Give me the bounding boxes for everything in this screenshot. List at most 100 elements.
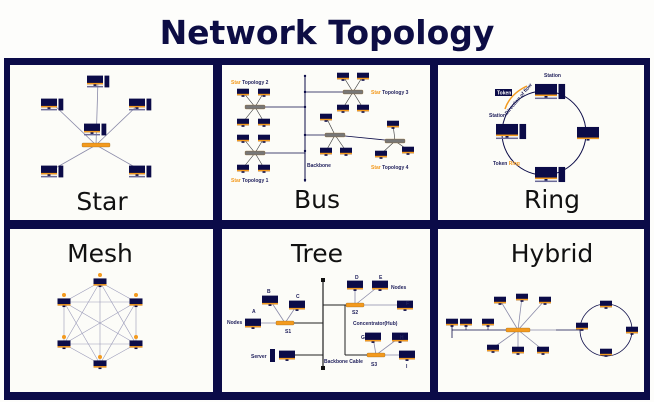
monitor-bezel <box>460 323 472 326</box>
monitor-stand <box>543 303 547 305</box>
tree-nodes-label-right: Nodes <box>391 285 407 291</box>
monitor-bezel <box>93 366 107 368</box>
monitor-bezel <box>512 351 524 354</box>
link-line <box>517 329 544 351</box>
link-line <box>99 281 137 345</box>
monitor-screen <box>320 113 332 121</box>
computer-icon <box>237 164 249 173</box>
monitor-bezel <box>482 323 494 326</box>
monitor-bezel <box>626 331 638 334</box>
computer-icon <box>399 350 415 361</box>
backbone-end <box>321 366 325 370</box>
monitor-screen <box>516 293 528 301</box>
monitor-screen <box>237 118 249 126</box>
panel-tree <box>222 229 430 392</box>
monitor-screen <box>494 296 506 304</box>
monitor-screen <box>237 164 249 172</box>
bus-label: Bus <box>294 185 340 214</box>
computer-icon <box>535 166 566 183</box>
computer-icon <box>258 164 270 173</box>
monitor-stand <box>505 136 509 138</box>
monitor-stand <box>93 84 97 86</box>
monitor-stand <box>586 139 590 141</box>
backbone-tap <box>303 149 307 153</box>
monitor-screen <box>84 123 100 133</box>
monitor-stand <box>604 307 608 309</box>
monitor-screen <box>337 72 349 80</box>
computer-icon <box>237 134 249 143</box>
monitor-screen <box>93 360 107 368</box>
monitor-screen <box>258 88 270 96</box>
switch-hub <box>324 132 346 138</box>
monitor-stand <box>135 107 139 109</box>
monitor-stand <box>604 355 608 357</box>
panel-mesh <box>10 229 213 392</box>
monitor-stand <box>268 304 272 306</box>
monitor-screen <box>460 318 472 326</box>
monitor-stand <box>98 367 102 370</box>
switch-hub <box>275 320 295 326</box>
user-dot <box>62 335 66 339</box>
monitor-stand <box>341 79 345 81</box>
computer-icon <box>258 134 270 143</box>
monitor-bezel <box>129 172 145 175</box>
backbone-tap <box>303 105 307 109</box>
monitor-stand <box>361 111 365 113</box>
monitor-bezel <box>237 123 249 126</box>
computer-icon <box>340 147 352 156</box>
computer-icon <box>496 123 527 140</box>
monitor-bezel <box>539 301 551 304</box>
tower-case <box>519 123 527 140</box>
tree-s2-label: S2 <box>352 310 358 316</box>
user-dot <box>62 293 66 297</box>
computer-icon <box>512 346 524 355</box>
tree-server-label: Server <box>251 354 267 360</box>
switch-hub <box>342 89 364 95</box>
monitor-screen <box>279 350 295 360</box>
monitor-screen <box>93 278 107 286</box>
keyboard <box>535 180 557 183</box>
monitor-bezel <box>237 169 249 172</box>
mesh-label: Mesh <box>67 239 133 268</box>
switch-hub <box>244 150 266 156</box>
monitor-stand <box>464 325 468 327</box>
monitor-stand <box>241 95 245 97</box>
monitor-bezel <box>576 327 588 330</box>
monitor-screen <box>320 147 332 155</box>
computer-icon <box>57 340 71 350</box>
monitor-bezel <box>84 130 100 133</box>
computer-icon <box>84 123 107 136</box>
monitor-screen <box>129 298 143 306</box>
computer-icon <box>93 278 107 288</box>
bus-star-topology-2: Star Topology 2 <box>231 80 269 86</box>
server-icon <box>270 349 275 362</box>
monitor-screen <box>357 104 369 112</box>
monitor-stand <box>406 153 410 155</box>
computer-icon <box>516 293 528 302</box>
monitor-bezel <box>245 325 261 328</box>
monitor-bezel <box>397 307 413 310</box>
monitor-bezel <box>57 346 71 348</box>
monitor-bezel <box>347 287 363 290</box>
monitor-screen <box>535 83 557 97</box>
link-line <box>99 301 137 365</box>
tree-node-g-label: G <box>361 335 365 341</box>
monitor-screen <box>129 165 145 175</box>
tower-case <box>558 83 566 100</box>
monitor-screen <box>535 166 557 180</box>
monitor-screen <box>512 346 524 354</box>
monitor-stand <box>371 341 375 343</box>
keyboard <box>496 137 518 140</box>
monitor-bezel <box>577 137 599 140</box>
tree-node-f-label: F <box>406 301 409 307</box>
monitor-screen <box>399 350 415 360</box>
bus-star-topology-1: Star Topology 1 <box>231 178 269 184</box>
tower-case <box>558 166 566 183</box>
monitor-stand <box>491 351 495 353</box>
keyboard <box>41 175 57 178</box>
monitor-screen <box>577 126 599 140</box>
link-line <box>517 296 523 331</box>
keyboard <box>41 108 57 111</box>
monitor-bezel <box>337 109 349 112</box>
computer-icon <box>539 296 551 305</box>
